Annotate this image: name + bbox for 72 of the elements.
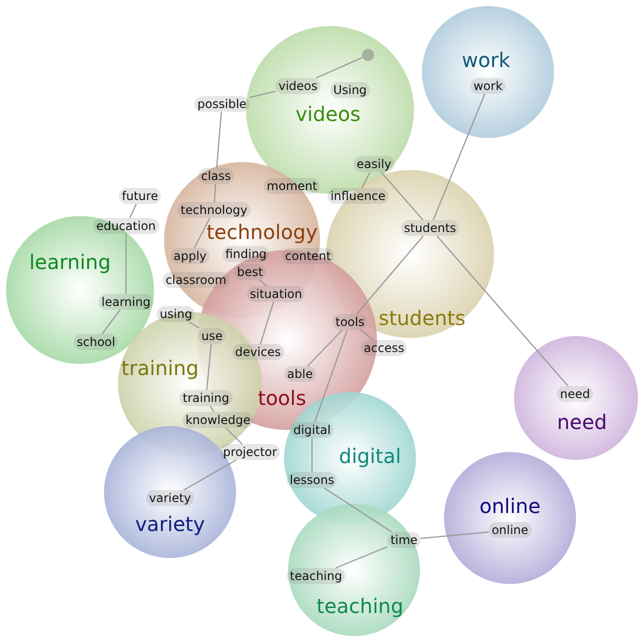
cluster-title: digital xyxy=(338,446,402,466)
connector-line xyxy=(260,302,274,344)
word-node: need xyxy=(557,386,593,402)
word-node: time xyxy=(387,532,421,548)
connector-line xyxy=(307,330,343,366)
connector-line xyxy=(194,218,210,248)
word-node: videos xyxy=(275,78,321,94)
connector-line xyxy=(102,310,120,334)
connector-line xyxy=(216,112,222,168)
connector-line xyxy=(335,546,388,569)
cluster-title: videos xyxy=(295,104,361,124)
cluster-title: teaching xyxy=(316,596,404,616)
connector-line xyxy=(314,330,348,422)
cluster-title: need xyxy=(557,412,607,432)
connector-line xyxy=(360,330,374,340)
cluster-title: students xyxy=(378,308,466,328)
word-node: lessons xyxy=(286,472,338,488)
word-node: work xyxy=(470,78,506,94)
word-node: class xyxy=(198,168,234,184)
cluster-title: learning xyxy=(29,252,111,272)
connector-line xyxy=(226,428,242,444)
connector-line xyxy=(311,438,313,472)
word-node: tools xyxy=(332,314,368,330)
connector-line xyxy=(324,488,392,532)
word-node: training xyxy=(180,390,232,406)
word-node: easily xyxy=(354,156,394,172)
word-node: possible xyxy=(194,96,250,112)
connector-line xyxy=(380,172,424,220)
word-node: apply xyxy=(170,248,210,264)
word-node: future xyxy=(118,188,162,204)
word-node: able xyxy=(284,366,316,382)
connector-line xyxy=(184,459,236,491)
word-node: using xyxy=(156,306,196,322)
word-node: variety xyxy=(146,490,194,506)
word-node: moment xyxy=(264,178,320,194)
connector-line xyxy=(361,172,371,188)
connector-line xyxy=(214,184,216,202)
cluster-title: technology xyxy=(206,222,318,242)
connector-line xyxy=(436,236,568,386)
connector-line xyxy=(129,204,137,218)
word-node: education xyxy=(93,218,159,234)
word-node: projector xyxy=(220,444,280,460)
connector-line xyxy=(210,406,214,412)
word-node: knowledge xyxy=(182,412,254,428)
word-node: situation xyxy=(246,286,306,302)
cluster-title: variety xyxy=(135,514,205,534)
connector-line xyxy=(206,344,212,390)
word-node: students xyxy=(400,220,460,236)
word-node: school xyxy=(74,334,118,350)
word-node: Using xyxy=(330,82,370,98)
connector-line xyxy=(356,236,424,314)
word-node: content xyxy=(282,248,334,264)
word-node: best xyxy=(234,264,266,280)
word-node: access xyxy=(360,340,408,356)
connector-line xyxy=(188,321,200,329)
connector-line xyxy=(249,90,276,98)
word-node: digital xyxy=(290,422,334,438)
word-node: use xyxy=(198,328,226,344)
word-node: influence xyxy=(327,188,389,204)
cluster-title: online xyxy=(480,496,540,516)
word-node: teaching xyxy=(286,568,346,584)
connector-line xyxy=(432,94,486,220)
connector-line xyxy=(125,234,127,294)
word-node: learning xyxy=(98,294,154,310)
word-node: technology xyxy=(178,202,250,218)
connector-line xyxy=(316,57,362,79)
cluster-title: training xyxy=(121,358,199,378)
connector-line xyxy=(420,531,489,540)
cluster-title: work xyxy=(462,50,510,70)
connector-line xyxy=(259,280,267,286)
word-node: online xyxy=(488,522,532,538)
cluster-title: tools xyxy=(258,388,306,408)
